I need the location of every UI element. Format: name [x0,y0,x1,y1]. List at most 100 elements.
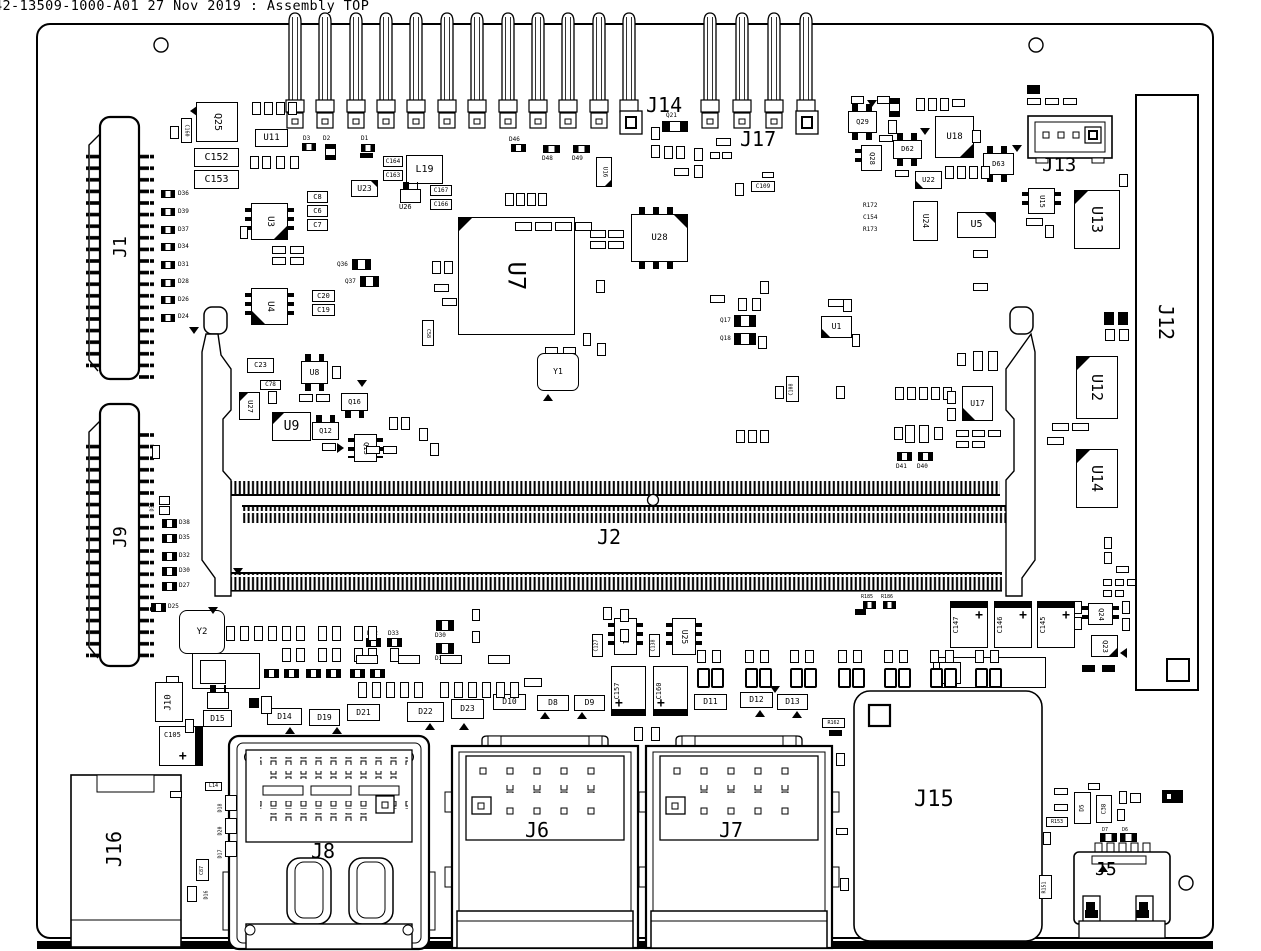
component-U9: U9 [272,412,311,441]
smd-pad [981,166,990,179]
triangle-marker [770,686,780,693]
component-D23: D23 [451,699,484,719]
component-C160: C160 [181,118,192,143]
chip-leads [288,208,294,235]
diode-package [573,145,590,153]
smd-pad [1122,601,1130,614]
component-D9: D9 [574,695,605,711]
smd-pad [563,347,576,354]
component-U24: U24 [913,201,938,241]
diode-package [162,567,177,576]
component-C19: C19 [312,304,335,316]
smd-pad [930,650,939,663]
smd-pad [716,138,731,146]
header-pin1-pads [619,110,819,135]
component-R162: R162 [822,718,845,728]
smd-pad [1047,437,1064,445]
component-U7: U7 [458,217,575,335]
smd-pad [1054,804,1068,811]
smd-pad [1122,618,1130,631]
smd-pad [318,648,327,662]
smd-pad [290,156,299,169]
label-J7: J7 [719,818,744,842]
chip-leads [666,623,672,650]
smd-pad [676,146,685,159]
smd-pad [268,626,277,641]
triangle-marker [1012,145,1022,152]
component-U1: U1 [821,316,852,338]
smd-pad [760,281,769,294]
component-C58: C58 [422,320,434,346]
smd-pad [442,298,457,306]
smd-pad [185,719,194,733]
diode-package [264,669,279,678]
smd-pad [440,682,449,698]
smd-pad [895,170,909,177]
smd-pad [170,791,182,798]
label-D30: D30 [179,567,190,574]
label-D46: D46 [509,136,520,143]
label-D32: D32 [179,552,190,559]
smd-pad [853,650,862,663]
diode-package [162,519,177,528]
smd-pad [988,351,998,371]
smd-pad [318,626,327,641]
label-D40: D40 [917,463,928,470]
smd-pad [290,257,304,265]
smd-pad [664,146,673,159]
inductor-pair [759,668,772,688]
component-C127: C127 [592,634,603,657]
label-D16: D16 [203,890,210,900]
triangle-marker [332,727,342,734]
filled-part [829,730,842,736]
component-C163: C163 [383,170,403,181]
label-J8: J8 [311,839,336,863]
chip-leads [637,623,643,650]
component-C164: C164 [383,156,403,167]
component-U16: U16 [596,157,612,187]
smd-pad [515,222,532,231]
smd-pad [634,727,643,741]
smd-pad [1104,552,1112,564]
smd-pad [1104,537,1112,549]
component-Q24: Q24 [1082,603,1119,625]
smd-pad [956,441,969,448]
smd-pad [973,250,988,258]
smd-pad [488,655,510,664]
component-U11: U11 [255,129,288,147]
diode-package [897,452,912,461]
diode-package [350,669,365,678]
smd-pad [651,127,660,140]
smd-pad [843,299,852,312]
smd-pad [945,166,954,179]
smd-pad [152,445,160,459]
smd-pad [1116,566,1129,573]
smd-pad [240,626,249,641]
smd-pad [200,660,226,684]
smd-pad [272,257,286,265]
smd-pad [354,626,363,641]
smd-pad [454,682,463,698]
smd-pad [895,387,904,400]
label-J16: J16 [102,830,126,868]
smd-pad [722,152,732,159]
smd-pad [332,626,341,641]
chip-leads [245,208,251,235]
triangle-marker [867,100,877,107]
smd-pad [225,841,237,857]
filled-part [1136,910,1149,918]
label-D33: D33 [388,630,399,637]
diode-package [151,603,166,612]
smd-pad [1072,423,1089,431]
component-U14: U14 [1076,449,1118,508]
label-Q17: Q17 [720,317,731,324]
smd-pad [603,607,612,620]
smd-pad [419,428,428,441]
inductor-pair [697,668,710,688]
component-D21: D21 [347,704,380,721]
component-C146: C146+ [994,601,1032,648]
component-C20: C20 [312,290,335,302]
smd-pad [1166,793,1172,800]
label-J9: J9 [110,526,131,548]
